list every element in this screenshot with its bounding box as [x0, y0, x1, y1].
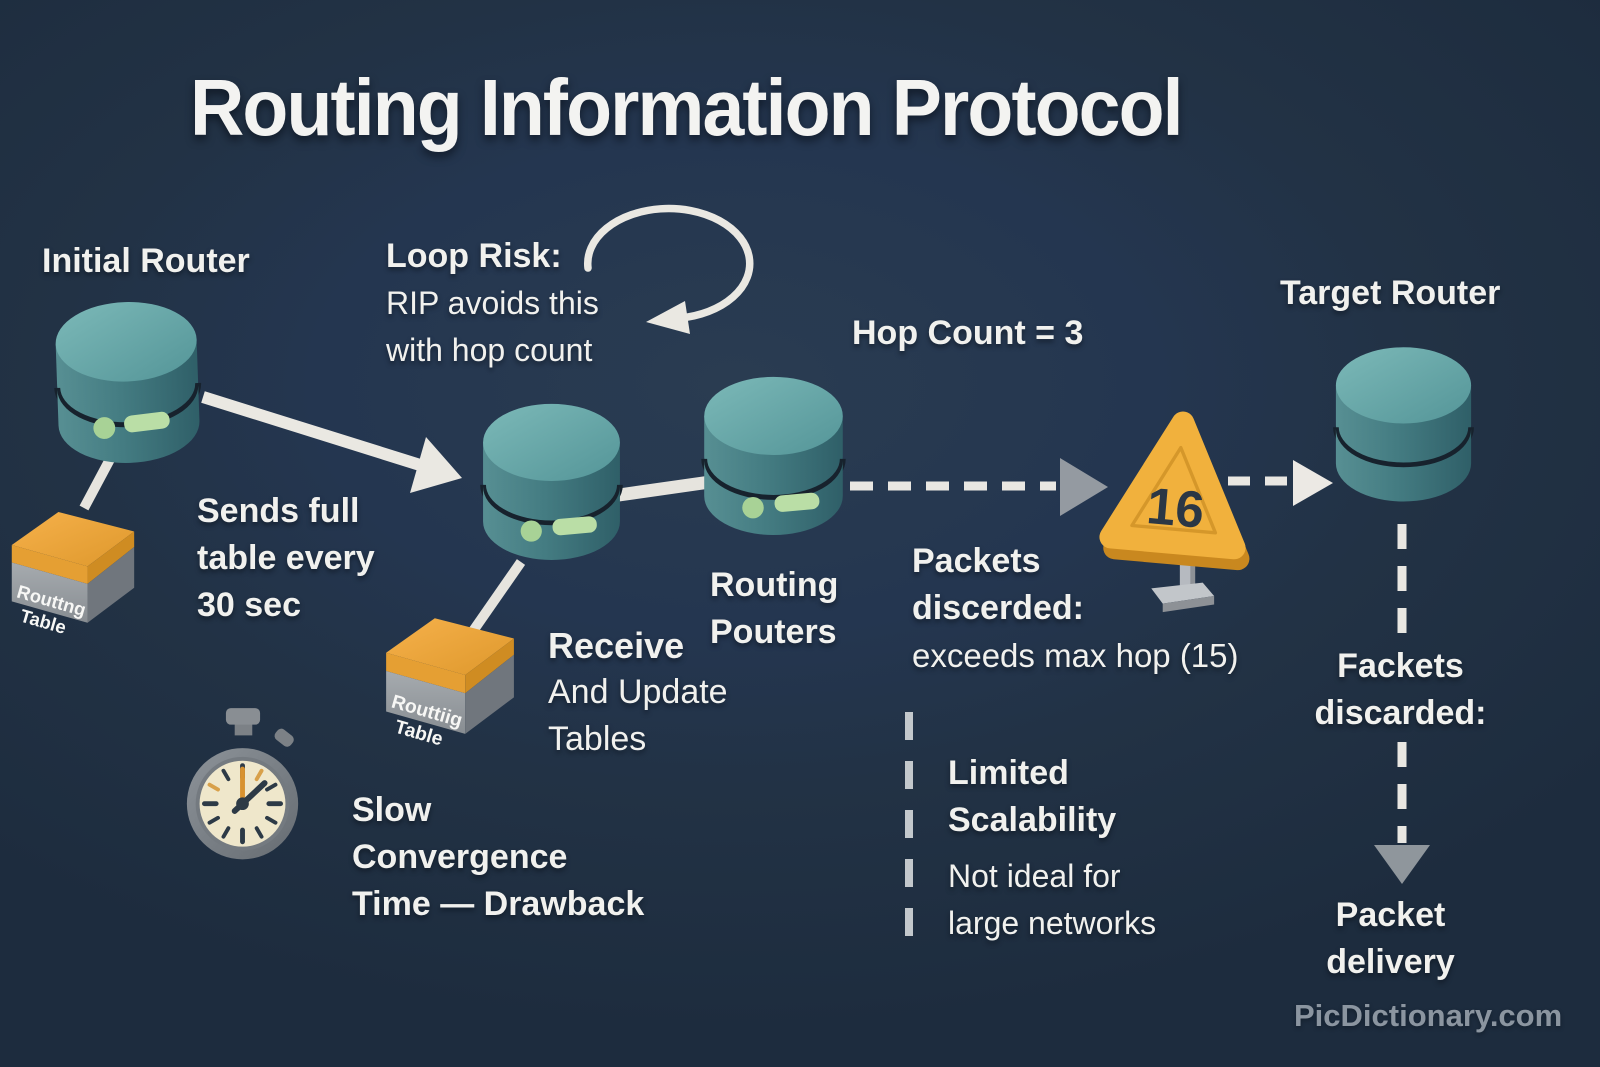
- receive-line1: Receive: [548, 625, 685, 666]
- routing-routers-label: Routing Pouters: [710, 562, 838, 656]
- packets-line3: exceeds max hop (15): [912, 637, 1239, 674]
- router-leds: [93, 411, 170, 439]
- packet-delivery-line1: Packet: [1335, 896, 1446, 934]
- arrow-initial-to-receiver: [201, 391, 462, 493]
- loop-arrow: [583, 204, 754, 334]
- routing-routers-line1: Routing: [710, 566, 839, 604]
- loop-risk-title: Loop Risk:: [386, 237, 562, 275]
- slow-line3: Time — Drawback: [352, 885, 645, 923]
- page-title: Routing Information Protocol: [190, 63, 1184, 152]
- routing-routers-line2: Pouters: [710, 613, 837, 651]
- limited-line2: Scalability: [948, 801, 1117, 839]
- routing-table-2-icon: Routtiig Table: [386, 618, 514, 751]
- fackets-line2: discarded:: [1314, 694, 1487, 732]
- router-leds: [742, 492, 820, 519]
- sends-line3: 30 sec: [197, 586, 301, 624]
- target-router-icon: [1333, 347, 1474, 502]
- limited-scalability-note: Limited Scalability Not ideal for large …: [948, 750, 1156, 947]
- initial-router-label: Initial Router: [42, 242, 250, 280]
- packets-line1: Packets: [912, 542, 1041, 580]
- receive-line3: Tables: [548, 720, 647, 758]
- not-ideal-line2: large networks: [948, 905, 1157, 941]
- sends-line2: table every: [197, 539, 375, 577]
- hop-count-label: Hop Count = 3: [852, 314, 1084, 352]
- down-arrowhead-icon: [1374, 845, 1430, 884]
- initial-router-icon: [54, 302, 202, 463]
- slow-line2: Convergence: [352, 838, 568, 876]
- packets-discarded-note: Packets discerded: exceeds max hop (15): [912, 538, 1239, 679]
- slow-line1: Slow: [352, 791, 432, 829]
- sends-line1: Sends full: [197, 492, 360, 530]
- watermark: PicDictionary.com: [1294, 998, 1563, 1033]
- receive-line2: And Update: [548, 673, 728, 711]
- loop-risk-line2: RIP avoids this: [386, 285, 599, 321]
- dashed-arrow-to-warning: [850, 458, 1108, 516]
- router-leds: [520, 516, 597, 542]
- loop-risk-note: Loop Risk: RIP avoids this with hop coun…: [386, 233, 599, 374]
- dashed-line-packet-delivery: [1374, 524, 1430, 884]
- packets-discarded-right-note: Fackets discarded:: [1278, 643, 1523, 737]
- warning-sign-number: 16: [1145, 476, 1207, 539]
- target-router-label: Target Router: [1280, 274, 1501, 312]
- receiver-router-icon: [480, 403, 623, 560]
- sends-full-note: Sends full table every 30 sec: [197, 488, 375, 629]
- packet-delivery-note: Packet delivery: [1268, 892, 1513, 986]
- not-ideal-line1: Not ideal for: [948, 858, 1121, 894]
- limited-line1: Limited: [948, 754, 1069, 792]
- loop-risk-line3: with hop count: [386, 332, 593, 368]
- fackets-line1: Fackets: [1337, 647, 1464, 685]
- slow-convergence-note: Slow Convergence Time — Drawback: [352, 787, 644, 928]
- clock-hands: [231, 766, 268, 814]
- receive-update-note: Receive And Update Tables: [548, 622, 728, 763]
- dashed-arrow-to-target: [1228, 460, 1333, 506]
- stopwatch-icon: [186, 708, 299, 860]
- forwarding-router-icon: [701, 376, 846, 535]
- link-receiver-to-router3: [611, 475, 711, 503]
- warning-sign-icon: 16: [1099, 411, 1250, 613]
- packet-delivery-line2: delivery: [1326, 943, 1455, 981]
- routing-table-1-icon: Routtng Table: [11, 512, 135, 638]
- packets-line2: discerded:: [912, 589, 1084, 627]
